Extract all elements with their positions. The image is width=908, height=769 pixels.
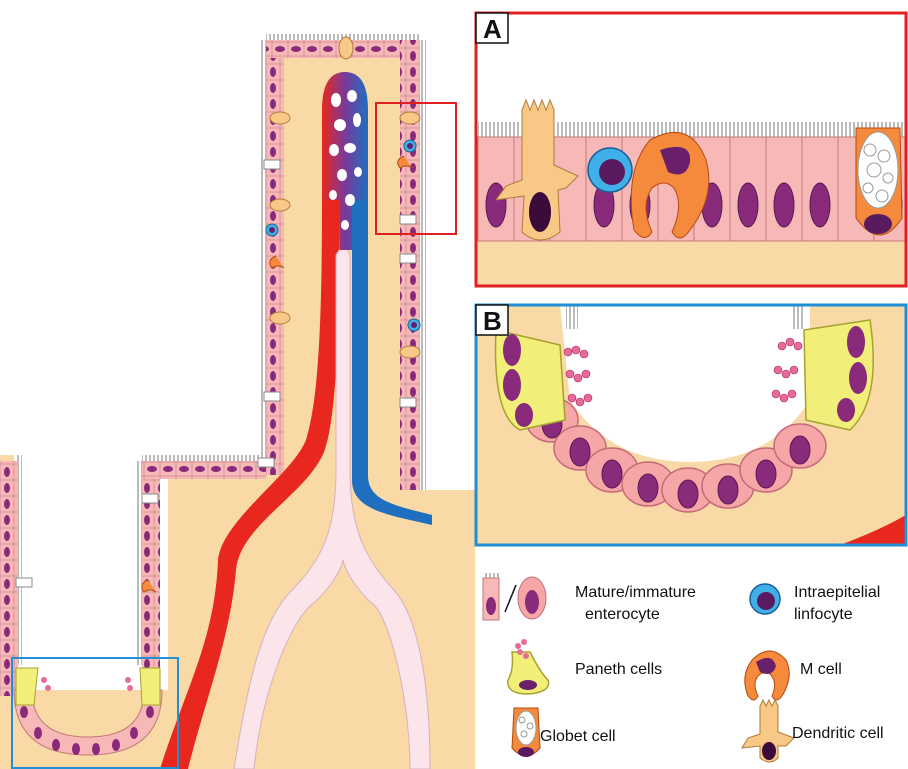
panel-a-iel [588,148,632,192]
enterocyte-label-line2: enterocyte [585,606,660,623]
panel-b: B [476,305,906,545]
iel-label-line2: linfocyte [794,606,853,623]
villus-epithelium-right [400,40,420,490]
iel-label-line1: Intraepitelial [794,584,880,601]
panel-a-goblet-cell [856,128,902,235]
goblet-cell-icon [512,708,540,757]
dendritic-label: Dendritic cell [792,725,884,742]
intraepithelial-lymphocyte-icon [750,584,780,614]
panel-a-letter: A [483,14,502,44]
m-cell-label: M cell [800,661,842,678]
main-villus-illustration [0,34,475,769]
enterocyte-icon [483,573,546,620]
shoulder-epithelium [142,461,266,479]
paneth-label: Paneth cells [575,661,662,678]
panel-a: A [476,13,906,286]
panel-b-brush-left [566,305,578,329]
brush-border-villus-left [260,40,266,475]
panel-b-letter: B [483,306,502,336]
brush-border-shoulder [142,455,260,461]
legend: Mature/immature enterocyte Intraepitelia… [483,573,884,762]
crypt-epithelium-left [0,461,18,696]
brush-border-crypt-right [136,461,142,665]
m-cell-icon [745,651,789,700]
globet-label: Globet cell [540,728,616,745]
brush-border-villus-right [420,40,426,490]
enterocyte-label-line1: Mature/immature [575,584,696,601]
paneth-cell-icon [508,639,549,694]
dendritic-cell-icon [742,700,794,762]
panel-b-brush-right [792,305,804,329]
